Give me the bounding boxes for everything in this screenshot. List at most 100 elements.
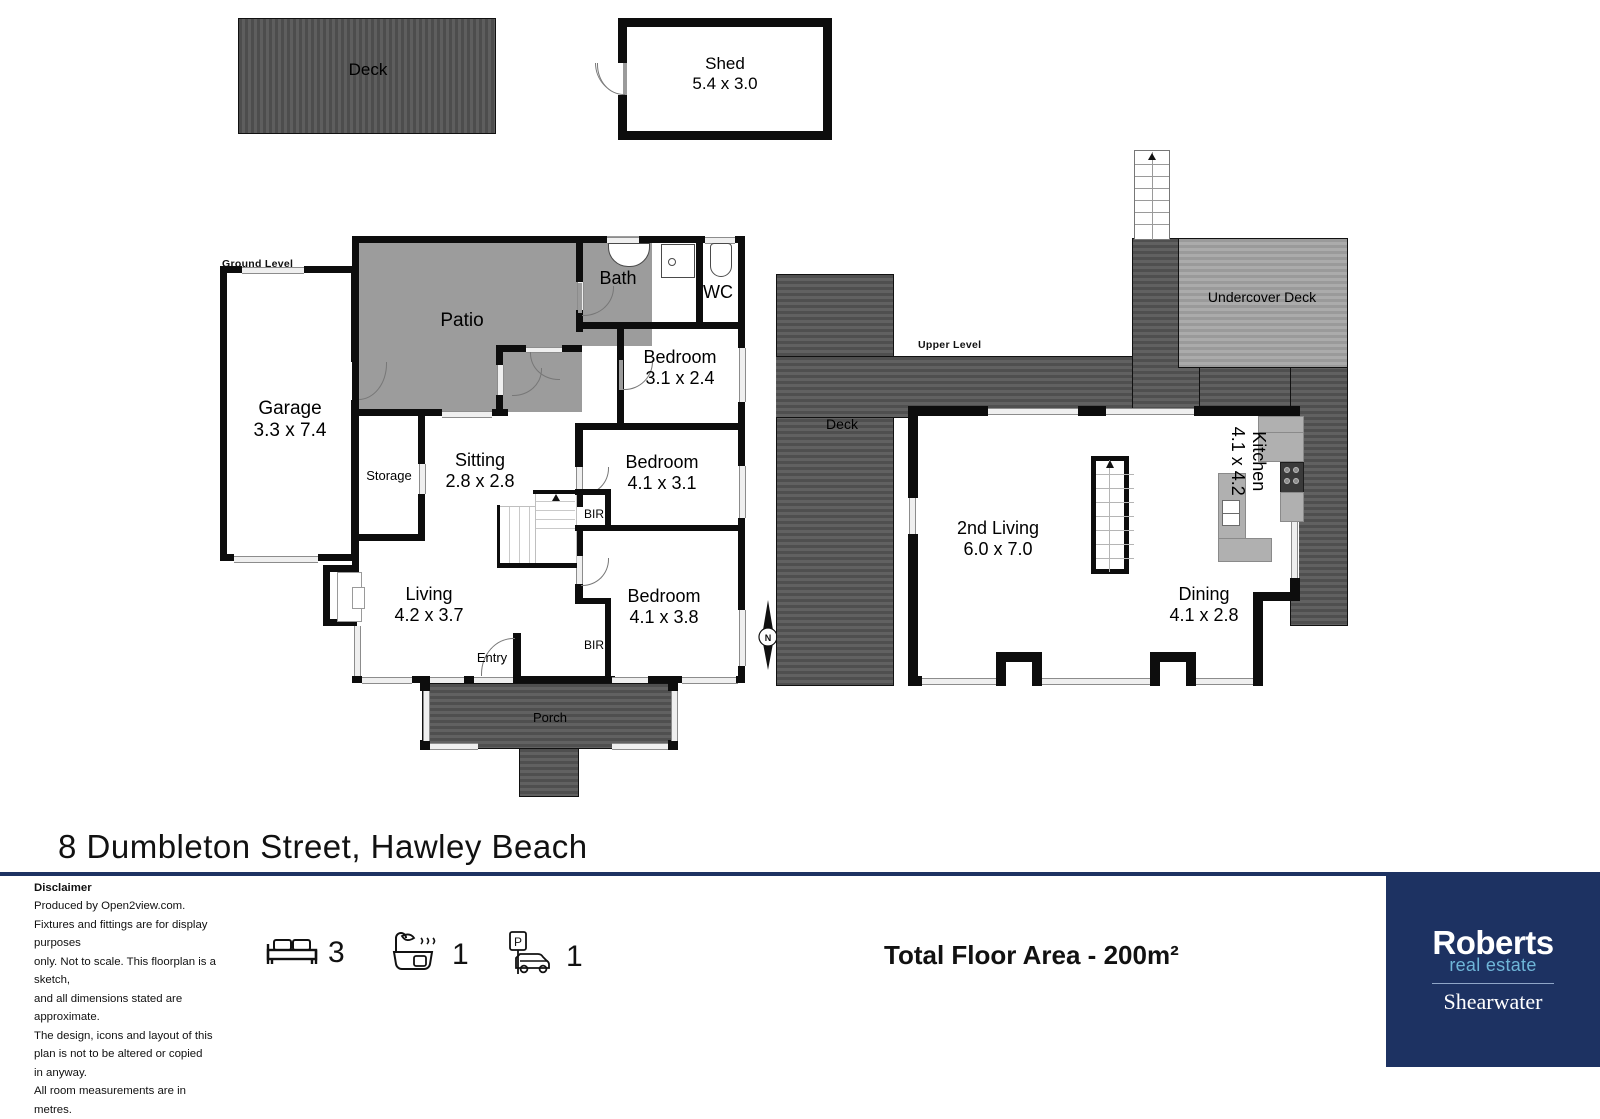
- living-window-left: [354, 626, 361, 676]
- upper-bump-1-top: [996, 652, 1042, 662]
- patio-wall-left-inner2: [496, 395, 503, 416]
- front-wall-porch-left: [521, 676, 577, 683]
- upper-bump-1-left: [996, 652, 1006, 686]
- ground-stair-wall-bottom: [497, 563, 577, 568]
- brand-tagline: real estate: [1449, 955, 1537, 975]
- garage-wall-bottom-left: [220, 554, 234, 561]
- cooktop-burner-3: [1284, 478, 1290, 484]
- central-wall-lower-top: [575, 530, 583, 556]
- front-wall-entry-jamb: [513, 633, 521, 683]
- upper-entry-tread-2: [1135, 176, 1169, 177]
- room-name: Shed: [705, 54, 745, 73]
- room-dimensions: 4.1 x 3.8: [629, 607, 699, 628]
- front-wall-a: [412, 676, 430, 683]
- garage-wall-left: [220, 266, 227, 561]
- upper-wall-right-step: [1253, 592, 1300, 601]
- room-dimensions: 4.2 x 3.7: [394, 605, 464, 626]
- bath-wall-left: [576, 236, 583, 246]
- room-name: Bedroom: [625, 452, 699, 472]
- living-bay-wall-bottom: [323, 619, 357, 626]
- bathroom-count: 1: [452, 937, 469, 971]
- bathtub-icon: [388, 930, 444, 979]
- feature-bedrooms: 3: [264, 930, 345, 975]
- svg-text:N: N: [765, 633, 772, 643]
- kitchen-cooktop: [1280, 462, 1304, 494]
- bedroom3-wall-right-lower: [738, 666, 745, 682]
- bath-wall-right: [738, 236, 745, 318]
- floorplan-canvas: Deck Shed 5.4 x 3.0 Ground Level Garage …: [0, 18, 1600, 1116]
- room-dimensions: 5.4 x 3.0: [692, 74, 758, 94]
- upper-wall-left-lower: [908, 534, 918, 686]
- garage-wall-top-left: [220, 266, 242, 273]
- central-wall-upper: [575, 423, 583, 467]
- outbuilding-deck-label: Deck: [288, 60, 448, 80]
- upper-wall-top-a: [908, 406, 988, 416]
- upper-deck-left-block: [776, 274, 894, 686]
- patio-opening: [442, 411, 492, 418]
- bedroom2-wall-right-upper: [738, 430, 745, 466]
- bedroom3-wall-right-upper: [738, 540, 745, 610]
- upper-stair-tread-2: [1096, 488, 1134, 489]
- kitchen-label: Kitchen 4.1 x 4.2: [1227, 401, 1269, 521]
- shed-label: Shed 5.4 x 3.0: [645, 54, 805, 94]
- front-wall-d: [648, 676, 682, 683]
- ground-stair-winder-2: [519, 507, 520, 563]
- room-name: Kitchen: [1249, 431, 1270, 492]
- disclaimer-line: in anyway.: [34, 1066, 87, 1079]
- bir1-label: BIR: [578, 507, 610, 521]
- bedroom1-wall-right-lower: [738, 402, 745, 430]
- brand-divider: [1432, 983, 1554, 984]
- room-name: Deck: [826, 416, 858, 432]
- room-name: Bedroom: [627, 586, 701, 606]
- brand-office: Shearwater: [1443, 989, 1543, 1014]
- upper-entry-stair-center: [1152, 152, 1153, 240]
- bir2-wall-top: [575, 598, 611, 604]
- upper-wall-bottom-b: [1253, 676, 1263, 686]
- living-label: Living 4.2 x 3.7: [374, 584, 484, 626]
- upper-wall-right-lower: [1253, 592, 1263, 686]
- storage-wall-right-lower: [418, 494, 425, 541]
- ground-stair-winder-1: [509, 507, 510, 563]
- upper-window-bottom-2: [1042, 678, 1150, 685]
- storage-wall-left: [352, 416, 359, 541]
- shed-wall-left-lower: [618, 95, 627, 140]
- compass-icon: N: [758, 600, 778, 670]
- patio-wall-right-upper: [576, 236, 583, 282]
- disclaimer-heading: Disclaimer: [34, 882, 92, 894]
- storage-wall-bottom: [352, 534, 425, 541]
- sitting-label: Sitting 2.8 x 2.8: [428, 450, 532, 492]
- compass-rose: N: [748, 598, 788, 672]
- bedroom2-window: [739, 466, 746, 518]
- upper-window-bottom-1: [922, 678, 996, 685]
- porch-rail-left: [423, 691, 430, 741]
- living-bay-wall-top: [323, 565, 359, 572]
- room-dimensions: 3.3 x 7.4: [253, 420, 327, 442]
- room-name: Bedroom: [643, 347, 717, 367]
- upper-wall-top-c: [1194, 406, 1300, 416]
- storage-label: Storage: [358, 468, 420, 483]
- room-name: Storage: [366, 468, 412, 483]
- bed-icon: [264, 930, 320, 975]
- bath-wall-bottom: [576, 322, 745, 329]
- upper-stair-tread-5: [1096, 530, 1134, 531]
- wc-label: WC: [688, 282, 748, 303]
- bir2-wall-right: [605, 598, 611, 678]
- room-name: Garage: [258, 398, 322, 419]
- upper-entry-tread-4: [1135, 200, 1169, 201]
- upper-bump-2-left: [1150, 652, 1160, 686]
- upper-level-label: Upper Level: [918, 339, 982, 351]
- porch-corner-bl: [420, 740, 430, 750]
- disclaimer-line: plan is not to be altered or copied: [34, 1048, 203, 1061]
- undercover-deck-area: [1178, 238, 1348, 368]
- room-dimensions: 4.1 x 4.2: [1228, 426, 1248, 496]
- central-wall-mid: [575, 495, 583, 507]
- car-park-icon: P: [504, 930, 558, 983]
- toilet-fixture: [710, 243, 732, 277]
- room-name: WC: [703, 282, 733, 302]
- upper-bump-2-top: [1150, 652, 1196, 662]
- porch-corner-br: [668, 740, 678, 750]
- upper-internal-stair: [1091, 456, 1129, 574]
- bir1-wall-bottom: [575, 525, 745, 531]
- upper-stair-tread-3: [1096, 502, 1134, 503]
- upper-bump-2-right: [1186, 652, 1196, 686]
